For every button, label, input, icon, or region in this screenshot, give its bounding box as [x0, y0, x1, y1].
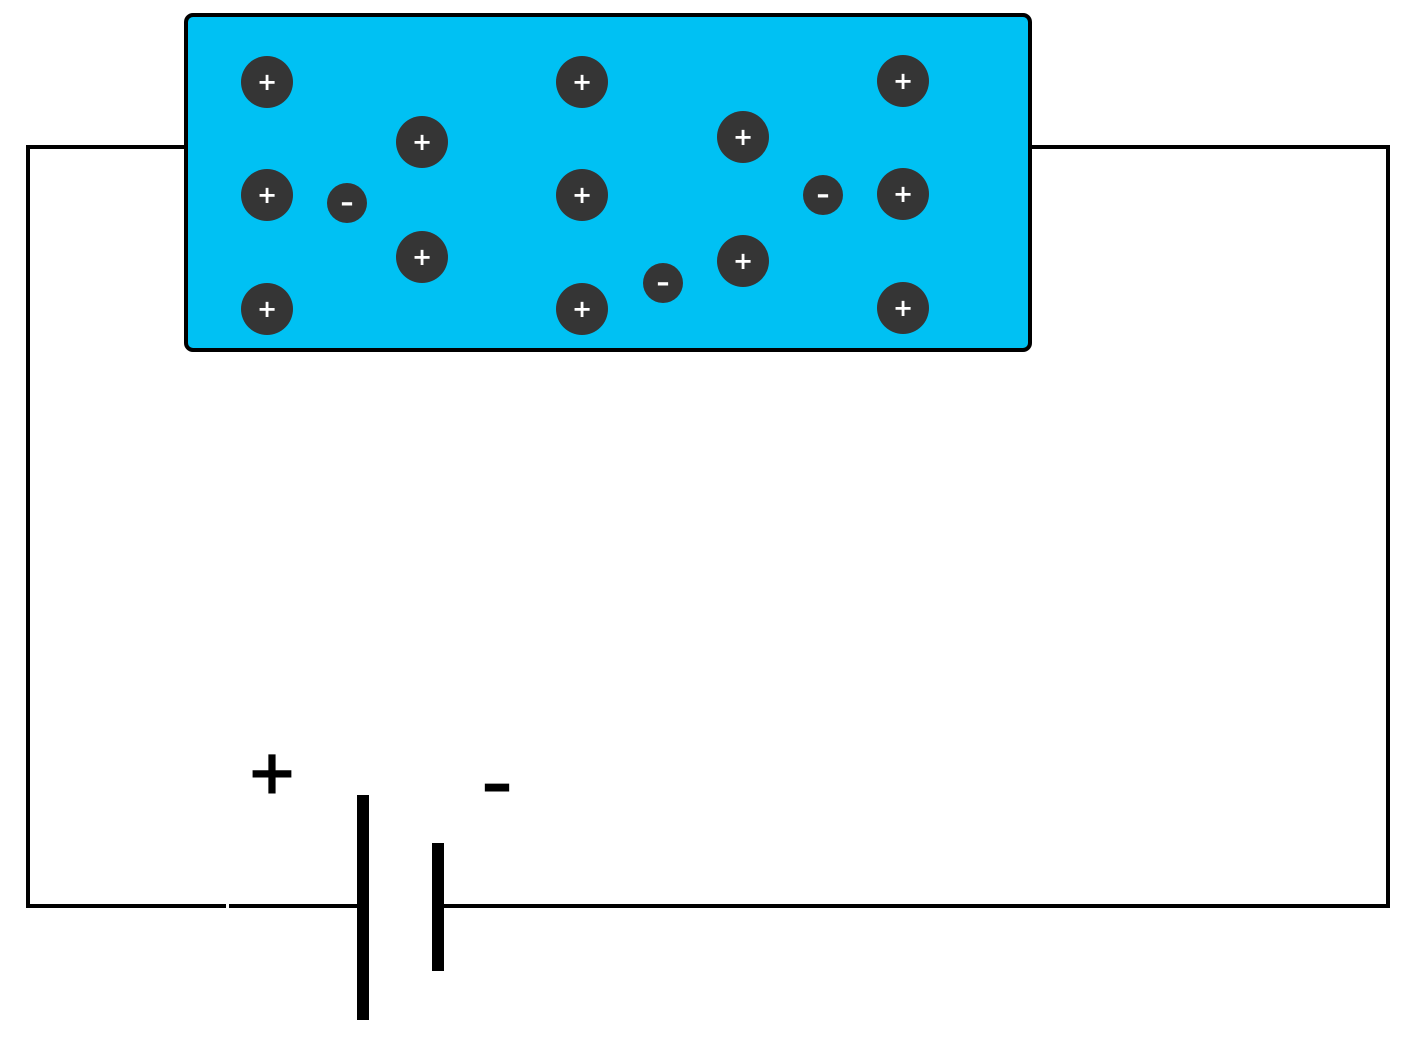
negative-ion: –	[327, 183, 367, 223]
positive-ion: +	[717, 235, 769, 287]
conductor-block	[184, 13, 1032, 352]
negative-ion-circle	[643, 263, 683, 303]
positive-ion-symbol: +	[412, 243, 432, 271]
positive-ion: +	[877, 55, 929, 107]
positive-ion-symbol: +	[893, 180, 913, 208]
positive-ion: +	[396, 116, 448, 168]
positive-ion-circle	[717, 235, 769, 287]
positive-ion: +	[241, 169, 293, 221]
positive-ion-symbol: +	[257, 68, 277, 96]
negative-ion-circle	[803, 175, 843, 215]
wire-right-segment	[444, 145, 1390, 908]
negative-ion-circle	[327, 183, 367, 223]
positive-ion-circle	[396, 116, 448, 168]
positive-ion-symbol: +	[572, 68, 592, 96]
positive-ion-circle	[556, 169, 608, 221]
positive-ion-circle	[877, 282, 929, 334]
positive-ion-symbol: +	[572, 181, 592, 209]
positive-ion: +	[877, 282, 929, 334]
wire-left-segment	[26, 145, 226, 908]
negative-ion: –	[803, 175, 843, 215]
positive-ion-circle	[396, 231, 448, 283]
battery-negative-plate	[432, 843, 444, 971]
positive-ion-symbol: +	[733, 123, 753, 151]
positive-ion-circle	[241, 169, 293, 221]
positive-ion-symbol: +	[733, 247, 753, 275]
ion-group: + + + + + + + + + + + + + – – –	[241, 55, 929, 335]
battery-negative-label: –	[482, 747, 513, 820]
positive-ion: +	[717, 111, 769, 163]
positive-ion: +	[241, 283, 293, 335]
negative-ion: –	[643, 263, 683, 303]
positive-ion-symbol: +	[412, 128, 432, 156]
positive-ion: +	[877, 168, 929, 220]
negative-ion-symbol: –	[657, 268, 670, 298]
battery-positive-label: +	[246, 736, 298, 809]
positive-ion-symbol: +	[893, 67, 913, 95]
positive-ion: +	[556, 56, 608, 108]
negative-ion-symbol: –	[341, 188, 354, 218]
positive-ion-symbol: +	[257, 181, 277, 209]
positive-ion-symbol: +	[893, 294, 913, 322]
positive-ion-symbol: +	[572, 295, 592, 323]
positive-ion: +	[396, 231, 448, 283]
positive-ion-circle	[717, 111, 769, 163]
positive-ion-circle	[877, 168, 929, 220]
positive-ion-circle	[556, 283, 608, 335]
positive-ion-circle	[556, 56, 608, 108]
positive-ion: +	[241, 56, 293, 108]
positive-ion-symbol: +	[257, 295, 277, 323]
positive-ion: +	[556, 283, 608, 335]
positive-ion-circle	[877, 55, 929, 107]
negative-ion-symbol: –	[817, 180, 830, 210]
circuit-wire	[26, 145, 1390, 908]
battery: + –	[246, 736, 513, 1020]
positive-ion-circle	[241, 283, 293, 335]
battery-positive-plate	[357, 795, 369, 1020]
positive-ion-circle	[241, 56, 293, 108]
positive-ion: +	[556, 169, 608, 221]
